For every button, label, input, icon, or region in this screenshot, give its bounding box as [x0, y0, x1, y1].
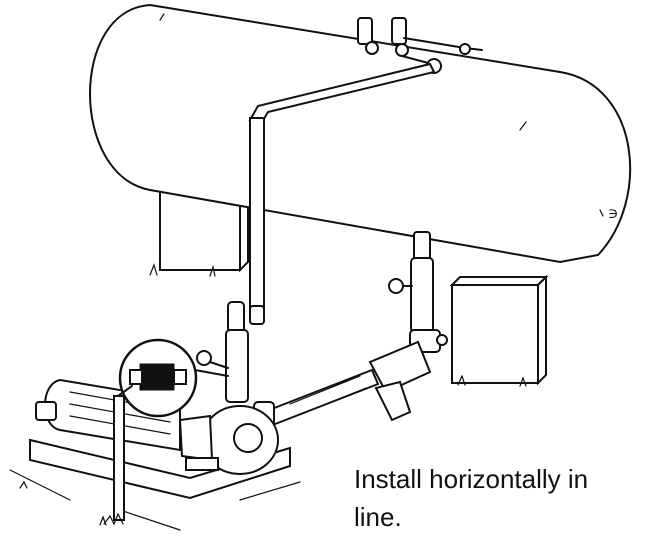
- centrifugal-pump: [178, 405, 279, 475]
- tank-top-valves: [357, 17, 483, 74]
- right-tank-support: [449, 274, 549, 387]
- storage-tank: ∋: [89, 3, 632, 264]
- pump-base: [9, 438, 301, 531]
- highlighted-inline-device: [117, 338, 198, 418]
- pump-discharge-fittings: [194, 301, 249, 403]
- installation-caption: Install horizontally in line.: [354, 460, 664, 536]
- tank-outlet-piping: [388, 231, 448, 353]
- supply-pipe: [103, 395, 125, 526]
- suction-line: [253, 340, 432, 431]
- tank-mark: ∋: [608, 206, 618, 222]
- discharge-pipe: [248, 62, 436, 325]
- caption-line-1: Install horizontally in: [354, 464, 589, 494]
- caption-line-2: line.: [354, 502, 402, 532]
